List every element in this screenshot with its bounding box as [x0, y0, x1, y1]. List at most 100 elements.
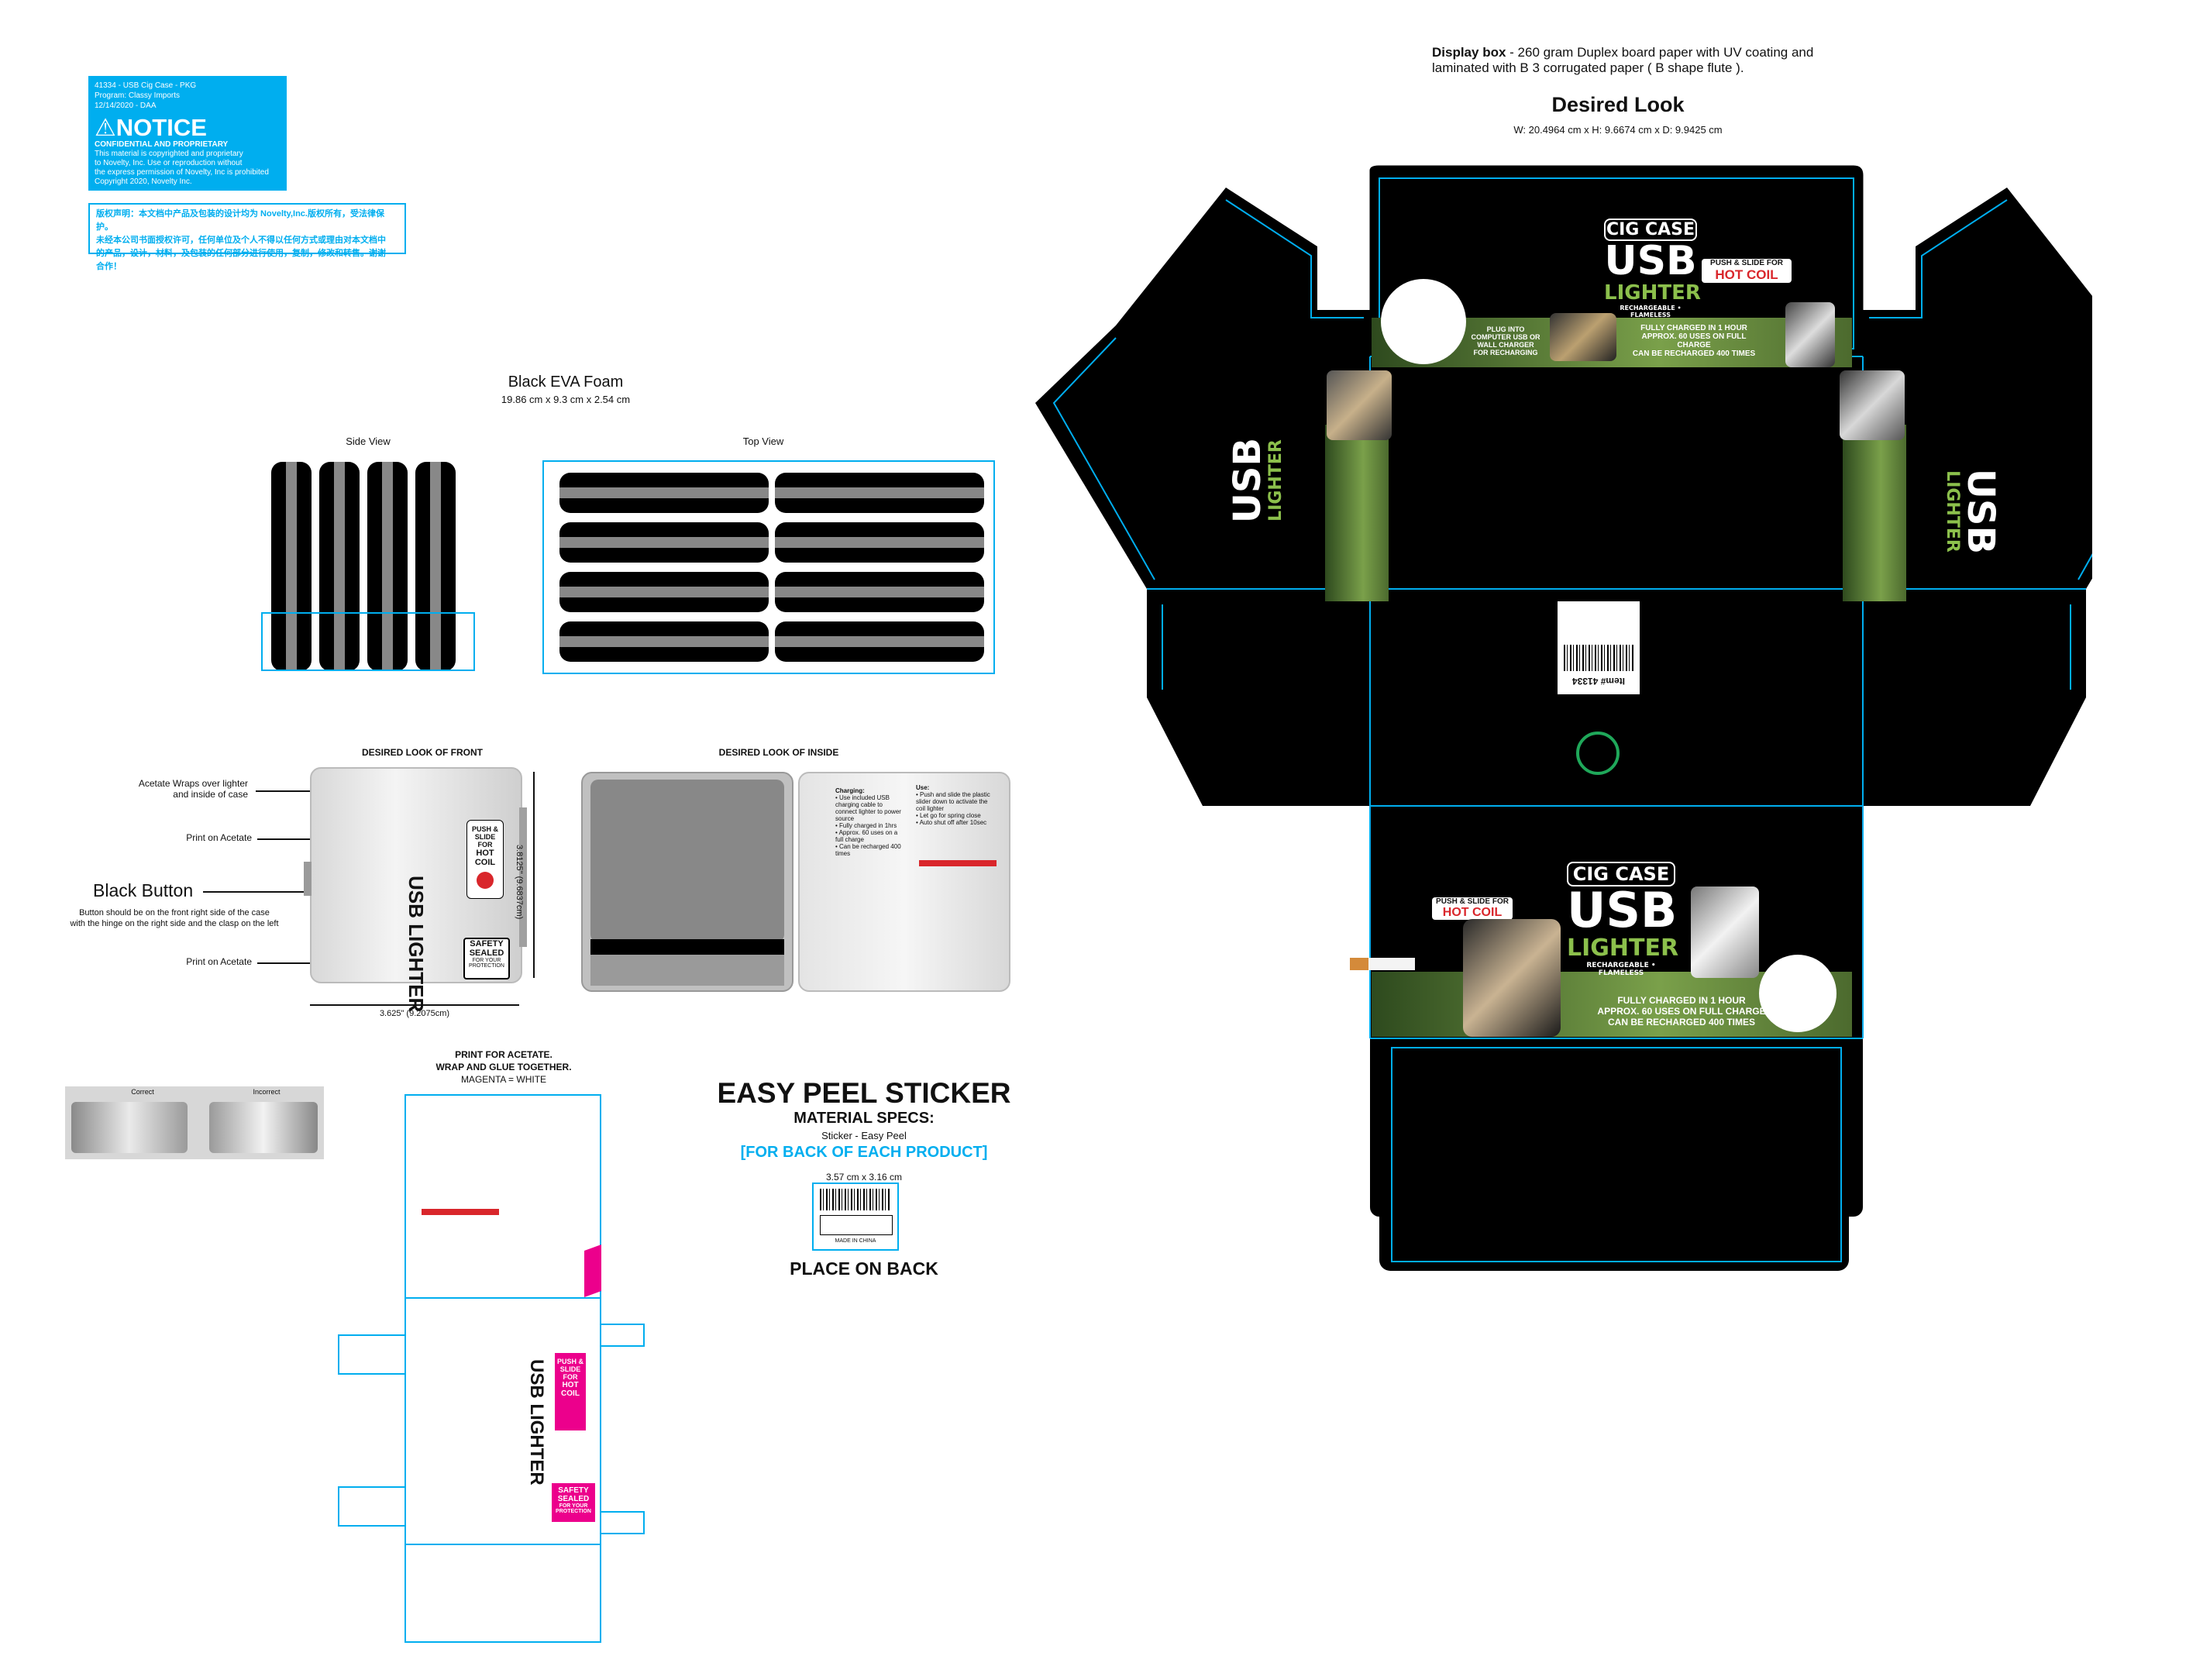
acetate-note-3: MAGENTA = WHITE: [460, 1074, 547, 1085]
foam-strip: [271, 462, 312, 671]
foam-top-view: [542, 460, 995, 674]
notice-cn-line: 的产品，设计，材料，及包装的任何部分进行使用，复制，修改和转售。谢谢: [96, 249, 386, 258]
charging-title: Charging:: [835, 787, 865, 794]
top-white-circle: [1381, 279, 1466, 364]
plug-line: FOR RECHARGING: [1473, 349, 1538, 356]
foam-strip: [559, 621, 769, 662]
front-rech: RECHARGEABLE • FLAMELESS: [1586, 962, 1656, 977]
left-green-band: [1325, 425, 1389, 601]
notice-line: 41334 - USB Cig Case - PKG: [95, 81, 197, 90]
foam-dims: 19.86 cm x 9.3 cm x 2.54 cm: [501, 394, 631, 405]
box-right-wing: [1863, 188, 2092, 589]
front-lighter: LIGHTER: [1567, 935, 1679, 962]
coil-icon: [477, 872, 494, 889]
notice-title: ⚠NOTICE: [95, 114, 207, 141]
display-desc: Display box - 260 gram Duplex board pape…: [1432, 45, 1866, 76]
box-bottom: [1379, 1038, 1849, 1271]
acetate-bottom-panel: [404, 1544, 601, 1643]
use-item: • Auto shut off after 10sec: [916, 819, 987, 826]
charging-item: • Can be recharged 400 times: [835, 843, 901, 857]
charging-item: • Fully charged in 1hrs: [835, 822, 897, 829]
sticker-for-back: [FOR BACK OF EACH PRODUCT]: [740, 1144, 988, 1161]
use-title: Use:: [916, 784, 930, 791]
foam-strip: [559, 522, 769, 563]
front-hot-coil: HOT COIL: [1442, 906, 1503, 919]
safety-text: SAFETY SEALED: [469, 939, 504, 958]
front-title: DESIRED LOOK OF FRONT: [362, 747, 483, 758]
product-image: [1840, 370, 1905, 440]
charged-line: CAN BE RECHARGED 400 TIMES: [1632, 349, 1756, 358]
right-lighter: LIGHTER: [1943, 470, 1962, 553]
foam-strip: [775, 572, 984, 612]
acetate-glue-tab: [600, 1511, 645, 1534]
sticker-material: Sticker - Easy Peel: [821, 1130, 907, 1141]
usb-lighter-text: USB LIGHTER: [404, 876, 428, 1013]
acetate-warning-strip: [422, 1209, 499, 1215]
acetate-usb-lighter: USB LIGHTER: [526, 1359, 547, 1485]
use-item: • Push and slide the plastic slider down…: [916, 791, 990, 812]
right-logo: USB LIGHTER: [1943, 442, 2002, 581]
notice-body: Copyright 2020, Novelty Inc.: [95, 177, 192, 186]
case-clasp: [304, 862, 312, 896]
foam-strip: [367, 462, 408, 671]
notice-body: the express permission of Novelty, Inc i…: [95, 168, 269, 177]
use-item: • Let go for spring close: [916, 812, 981, 819]
push-slide-text: PUSH & SLIDE FOR: [471, 825, 498, 849]
acetate-hot-coil: HOT COIL: [561, 1381, 580, 1398]
right-usb: USB: [1959, 468, 2002, 555]
left-usb: USB: [1226, 437, 1269, 524]
top-charged-text: FULLY CHARGED IN 1 HOUR APPROX. 60 USES …: [1624, 324, 1764, 358]
front-usb: USB: [1567, 882, 1678, 938]
product-image: [1785, 302, 1835, 367]
acetate-front-panel: PUSH & SLIDE FOR HOT COIL USB LIGHTER SA…: [404, 1297, 601, 1545]
acetate-push-slide: PUSH & SLIDE FOR HOT COIL: [555, 1353, 586, 1430]
acetate-glue-tab: [600, 1324, 645, 1347]
foam-strip: [319, 462, 360, 671]
desired-look: Desired Look: [1551, 93, 1685, 116]
left-logo: USB LIGHTER: [1226, 411, 1286, 550]
front-white-circle: [1759, 955, 1837, 1032]
acetate-protection-text: FOR YOUR PROTECTION: [556, 1503, 591, 1514]
foam-base-outline: [261, 612, 475, 671]
sticker-dims: 3.57 cm x 3.16 cm: [825, 1172, 903, 1183]
charging-item: • Use included USB charging cable to con…: [835, 794, 901, 822]
case-hinge: [519, 807, 527, 947]
charging-instructions: Charging: • Use included USB charging ca…: [835, 787, 905, 857]
top-push-slide: PUSH & SLIDE FOR HOT COIL: [1702, 259, 1792, 283]
notice-line: Program: Classy Imports: [95, 91, 181, 100]
plug-line: COMPUTER USB OR: [1471, 333, 1540, 341]
charged-line: FULLY CHARGED IN 1 HOUR: [1640, 324, 1747, 332]
acetate-note-1: PRINT FOR ACETATE.: [455, 1049, 552, 1060]
barcode-icon: [820, 1189, 891, 1210]
warning-strip: [919, 860, 997, 866]
product-image: [1550, 313, 1616, 361]
button-note-2: with the hinge on the right side and the…: [70, 919, 279, 928]
foam-strip: [775, 522, 984, 563]
notice-cn-line: 未经本公司书面授权许可，任何单位及个人不得以任何方式或理由对本文档中: [96, 236, 386, 245]
inside-title: DESIRED LOOK OF INSIDE: [718, 747, 839, 758]
foam-strip: [775, 473, 984, 513]
inside-foam-area: [590, 780, 784, 942]
case-inside-right: Charging: • Use included USB charging ca…: [798, 772, 1010, 992]
swatch-correct-image: [71, 1102, 188, 1153]
notice-box: 41334 - USB Cig Case - PKG Program: Clas…: [88, 76, 287, 191]
callout-print-2: Print on Acetate: [186, 956, 252, 967]
callout-black-button: Black Button: [93, 880, 194, 900]
foam-side-view: [261, 459, 475, 676]
box-left-wing: [1035, 188, 1370, 589]
product-image: [1691, 886, 1759, 978]
top-lighter: LIGHTER: [1604, 281, 1701, 305]
charging-item: • Approx. 60 uses on a full charge: [835, 829, 898, 843]
sticker-place: PLACE ON BACK: [790, 1258, 938, 1279]
top-logo: CIG CASE USB LIGHTER RECHARGEABLE • FLAM…: [1604, 219, 1701, 318]
case-inside-left: [581, 772, 793, 992]
plug-line: WALL CHARGER: [1477, 341, 1534, 349]
acetate-note-2: WRAP AND GLUE TOGETHER.: [435, 1062, 572, 1072]
top-hot-coil: HOT COIL: [1715, 267, 1778, 282]
notice-body: to Novelty, Inc. Use or reproduction wit…: [95, 159, 243, 167]
foam-title: Black EVA Foam: [508, 374, 624, 391]
top-rech: RECHARGEABLE • FLAMELESS: [1620, 305, 1682, 318]
foam-strip: [559, 473, 769, 513]
height-dim: 3.8125" (9.6837cm): [515, 845, 524, 920]
product-image: [1327, 370, 1392, 440]
